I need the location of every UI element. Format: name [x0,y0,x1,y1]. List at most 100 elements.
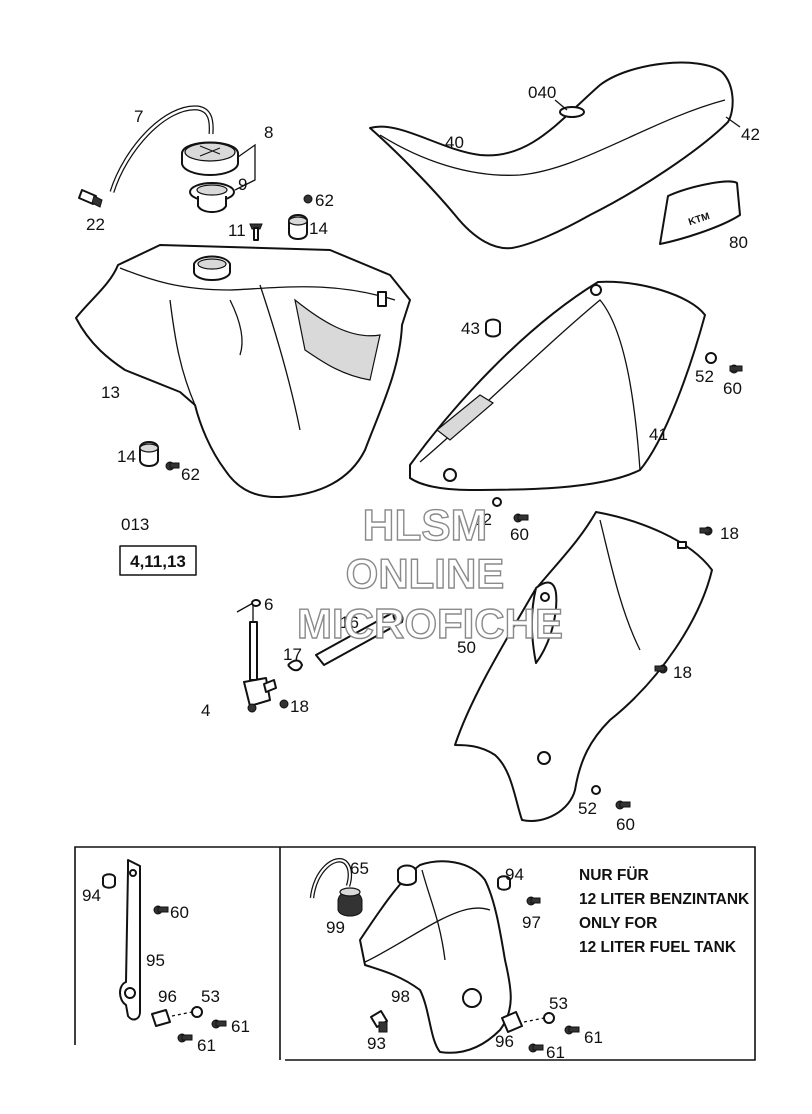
screw-62-lower [165,461,180,471]
cap-99 [337,887,363,917]
label-7: 7 [134,107,143,126]
bracket-95 [119,859,141,1021]
label-95: 95 [146,951,165,970]
rubber-14-lower [139,441,159,467]
leader-040 [554,99,568,111]
label-93: 93 [367,1034,386,1053]
note-line-2: 12 LITER BENZINTANK [579,891,750,908]
label-61-right-b: 61 [546,1043,565,1062]
side-panel-50 [454,511,713,822]
label-60-upper-right: 60 [723,379,742,398]
label-60-lower: 60 [616,815,635,834]
spoiler-41 [409,280,706,491]
cap-seal-9 [189,182,235,213]
screw-60-left-kit [153,905,169,915]
watermark-line-1: HLSM [363,501,488,550]
label-80: 80 [729,233,748,252]
label-52-upper-right: 52 [695,367,714,386]
fuel-tap-4 [236,601,277,713]
watermark-line-3: MICROFICHE [297,600,563,647]
clip-17 [287,659,304,672]
label-61-right-a: 61 [584,1028,603,1047]
screw-11 [249,223,263,241]
screw-18-right-lower [654,664,668,674]
seat-badge-040 [559,106,585,118]
label-94-right: 94 [505,865,524,884]
label-96-right: 96 [495,1032,514,1051]
note-line-4: 12 LITER FUEL TANK [579,939,737,956]
label-99: 99 [326,918,345,937]
fuel-tank-13 [75,244,411,499]
sticker-80: KTM [659,180,741,245]
screw-60-lower [615,800,631,810]
kit-box [119,545,197,576]
label-18-lower-left: 18 [290,697,309,716]
rubber-94-left [102,873,116,889]
leader-42 [725,116,741,128]
label-4: 4 [201,701,210,720]
fuel-hose-7 [109,105,214,193]
label-65: 65 [350,859,369,878]
label-40: 40 [445,133,464,152]
label-9: 9 [238,175,247,194]
label-53-right: 53 [549,994,568,1013]
seat-40 [369,61,734,250]
screw-62-top [303,194,313,204]
note-line-1: NUR FÜR [579,867,649,884]
tube-16 [315,610,404,666]
washer-52-lower [591,785,601,795]
nut-96-left [151,1009,171,1027]
nut-96-right [501,1011,523,1033]
label-14-top: 14 [309,219,328,238]
label-42: 42 [741,125,760,144]
label-040: 040 [528,83,556,102]
label-14-lower: 14 [117,447,136,466]
fitting-22 [78,189,103,208]
label-98: 98 [391,987,410,1006]
part-labels: 7 8 9 22 62 11 14 040 40 42 80 13 43 52 … [82,83,760,1062]
screw-61-right-b [528,1043,544,1053]
tank-98 [359,860,512,1054]
fitting-93 [370,1010,388,1033]
hose-65 [309,858,353,899]
label-kit-parts: 4,11,13 [130,552,186,571]
label-61-left-b: 61 [197,1036,216,1055]
note-line-3: ONLY FOR [579,915,657,932]
label-96-left: 96 [158,987,177,1006]
label-18-right-upper: 18 [720,524,739,543]
label-61-left-a: 61 [231,1017,250,1036]
watermark-line-2: ONLINE [346,550,505,597]
twelve-liter-kit-frame [74,846,756,1061]
screw-61-right-a [564,1025,580,1035]
screw-18-right-upper [699,526,713,536]
label-60-mid: 60 [510,525,529,544]
washer-52-mid [492,497,502,507]
kit-note: NUR FÜR 12 LITER BENZINTANK ONLY FOR 12 … [579,867,750,956]
screw-61-left-b [177,1033,193,1043]
washer-52-upper-right [705,352,717,364]
washer-53-left [171,1006,203,1018]
washer-53-right [523,1012,555,1024]
label-17: 17 [283,645,302,664]
leader-8-9 [234,143,256,191]
tank-cap-8 [181,141,239,176]
label-43: 43 [461,319,480,338]
label-60-left-kit: 60 [170,903,189,922]
label-22: 22 [86,215,105,234]
rubber-14-top [288,214,308,240]
label-18-right-lower: 18 [673,663,692,682]
label-50: 50 [457,638,476,657]
label-62-lower: 62 [181,465,200,484]
screw-18-lower-left [279,699,289,709]
screw-61-left-a [211,1019,227,1029]
o-ring-6 [251,599,261,607]
screw-60-mid [513,513,529,523]
screw-60-upper-right [729,364,743,374]
rubber-43 [485,318,501,338]
label-13: 13 [101,383,120,402]
rubber-94-right [497,875,511,891]
watermark: HLSM ONLINE MICROFICHE [296,500,563,647]
label-62-top: 62 [315,191,334,210]
label-53-left: 53 [201,987,220,1006]
